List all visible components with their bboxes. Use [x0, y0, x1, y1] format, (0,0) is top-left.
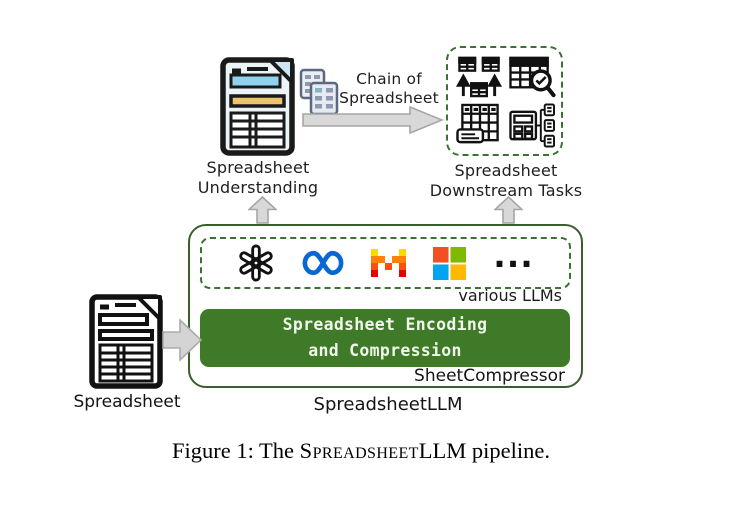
arrow-input-icon	[162, 317, 202, 363]
understanding-label-line2: Understanding	[197, 177, 319, 197]
ellipsis-icon: ...	[493, 236, 534, 275]
sheetcompressor-label: SheetCompressor	[414, 366, 565, 386]
arrow-up-left-icon	[248, 196, 277, 224]
arrow-right-svg	[302, 106, 444, 134]
spreadsheet-understanding-label: Spreadsheet Understanding	[163, 158, 353, 197]
downstream-tasks-box	[446, 46, 563, 156]
chain-label-line1: Chain of	[356, 70, 422, 88]
caption-prefix: Figure 1: The	[171, 438, 300, 463]
arrow-up-right-icon	[494, 196, 523, 224]
table-comment-icon	[456, 103, 499, 143]
encoder-line1: Spreadsheet Encoding	[282, 315, 488, 335]
understanding-label-line1: Spreadsheet	[206, 158, 310, 177]
chain-label-line2: Spreadsheet	[339, 88, 439, 107]
microsoft-logo	[433, 246, 467, 280]
arrow-right-icon	[302, 106, 444, 134]
openai-logo	[239, 244, 273, 282]
spreadsheet-downstream-tasks-label: Spreadsheet Downstream Tasks	[396, 161, 616, 200]
mistral-ai-logo	[371, 249, 407, 277]
spreadsheet-document-icon	[219, 56, 296, 157]
input-spreadsheet-label: Spreadsheet	[73, 392, 181, 412]
caption-llm: LLM	[418, 438, 467, 463]
caption-suffix: pipeline.	[466, 438, 551, 463]
spreadsheet-document-icon-svg	[220, 57, 295, 156]
downstream-label-line1: Spreadsheet	[454, 161, 558, 180]
various-llms-label: various LLMs	[458, 286, 562, 305]
input-spreadsheet-icon	[88, 293, 164, 390]
table-audit-check-icon	[509, 56, 556, 97]
spreadsheetllm-label: SpreadsheetLLM	[313, 394, 463, 415]
input-spreadsheet-icon-svg	[89, 294, 163, 389]
chain-of-spreadsheet-label: Chain of Spreadsheet	[330, 70, 448, 108]
spreadsheet-encoding-box: Spreadsheet Encoding and Compression	[200, 309, 570, 367]
encoder-line2: and Compression	[308, 341, 462, 360]
downstream-label-line2: Downstream Tasks	[429, 180, 583, 200]
stacked-spreadsheets-icon	[299, 68, 339, 116]
caption-smallcaps: Spreadsheet	[299, 438, 419, 463]
form-tree-icon	[509, 102, 555, 148]
figure-caption: Figure 1: The SpreadsheetLLM pipeline.	[0, 438, 722, 464]
table-split-merge-icon	[455, 56, 503, 97]
meta-logo	[302, 250, 344, 276]
stacked-spreadsheets-icon-svg	[299, 68, 339, 116]
various-llms-box: ...	[200, 237, 571, 289]
